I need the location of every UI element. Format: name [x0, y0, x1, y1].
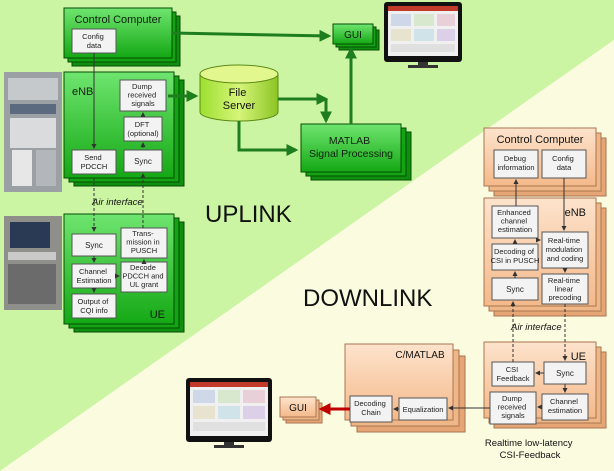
- uplink-ue-sync: Sync: [85, 241, 103, 250]
- uplink-config-data: Config data: [82, 32, 106, 50]
- downlink-gui-label: GUI: [289, 403, 307, 414]
- cmatlab-title: C/MATLAB: [395, 350, 445, 361]
- downlink-linear-precoding: Real-time linear precoding: [548, 276, 582, 302]
- uplink-ue-title: UE: [150, 309, 165, 321]
- uplink-enb: eNB Dump received signals DFT (optional)…: [63, 71, 185, 187]
- uplink-internal-arrows: [91, 53, 147, 293]
- downlink-enb-title: eNB: [565, 207, 586, 219]
- uplink-data-arrows: [168, 29, 357, 156]
- uplink-gui-label: GUI: [344, 30, 362, 41]
- uplink-gui: GUI: [332, 23, 380, 51]
- downlink-debug-info: Debug information: [497, 154, 534, 172]
- downlink-enb-sync: Sync: [506, 285, 524, 294]
- uplink-enb-sync: Sync: [134, 157, 152, 166]
- uplink-section-label: UPLINK: [205, 201, 292, 228]
- downlink-channel-estimation: Channel estimation: [548, 397, 582, 415]
- downlink-dump-signals: Dump received signals: [498, 394, 528, 420]
- downlink-ue: UE CSI Feedback Sync Dump received signa…: [483, 341, 607, 429]
- uplink-air-interface: Air interface: [91, 197, 143, 208]
- uplink-ue: Sync Trans- mission in PUSCH Channel Est…: [63, 213, 185, 333]
- downlink-enb: eNB Enhanced channel estimation Decoding…: [483, 197, 607, 317]
- downlink-ue-sync: Sync: [556, 369, 574, 378]
- uplink-dft: DFT (optional): [127, 120, 159, 138]
- downlink-control-computer: Control Computer Debug information Confi…: [483, 127, 607, 197]
- uplink-decode-pdcch: Decode PDCCH and UL grant: [122, 263, 165, 289]
- uplink-control-title: Control Computer: [75, 14, 162, 26]
- uplink-enb-title: eNB: [72, 86, 93, 98]
- decoding-chain: Decoding Chain: [354, 399, 388, 417]
- lab-hardware-photo: [4, 72, 62, 310]
- file-server: File Server: [199, 64, 279, 122]
- downlink-control-title: Control Computer: [497, 134, 584, 146]
- downlink-decoding-csi: Decoding of CSI in PUSCH: [491, 247, 540, 265]
- downlink-internal-arrows: [393, 178, 568, 412]
- equalization: Equalization: [403, 405, 444, 414]
- downlink-modulation-coding: Real-time modulation and coding: [546, 236, 585, 263]
- matlab-signal-processing: MATLAB Signal Processing: [300, 123, 412, 181]
- downlink-gui: GUI: [279, 396, 323, 424]
- uplink-send-pdcch: Send PDCCH: [81, 153, 108, 171]
- downlink-config-data: Config data: [552, 154, 576, 172]
- file-server-label: File Server: [223, 87, 256, 112]
- downlink-csi-feedback: CSI Feedback: [497, 365, 530, 383]
- uplink-transmission: Trans- mission in PUSCH: [126, 229, 161, 255]
- downlink-ue-title: UE: [571, 351, 586, 363]
- uplink-dump-signals: Dump received signals: [128, 82, 158, 108]
- uplink-channel-estimation: Channel Estimation: [76, 267, 111, 285]
- downlink-section-label: DOWNLINK: [303, 285, 432, 312]
- monitor-screenshot-icon: [384, 2, 462, 68]
- monitor-screenshot-icon: [186, 378, 272, 448]
- cmatlab-block: C/MATLAB Decoding Chain Equalization: [344, 343, 466, 433]
- downlink-enhanced-estimation: Enhanced channel estimation: [497, 208, 533, 234]
- csi-feedback-caption: Realtime low-latency CSI-Feedback: [485, 438, 575, 461]
- matlab-label: MATLAB Signal Processing: [309, 135, 393, 160]
- downlink-air-interface: Air interface: [510, 322, 562, 333]
- uplink-cqi-output: Output of CQI info: [78, 297, 111, 315]
- uplink-control-computer: Control Computer Config data: [63, 7, 181, 67]
